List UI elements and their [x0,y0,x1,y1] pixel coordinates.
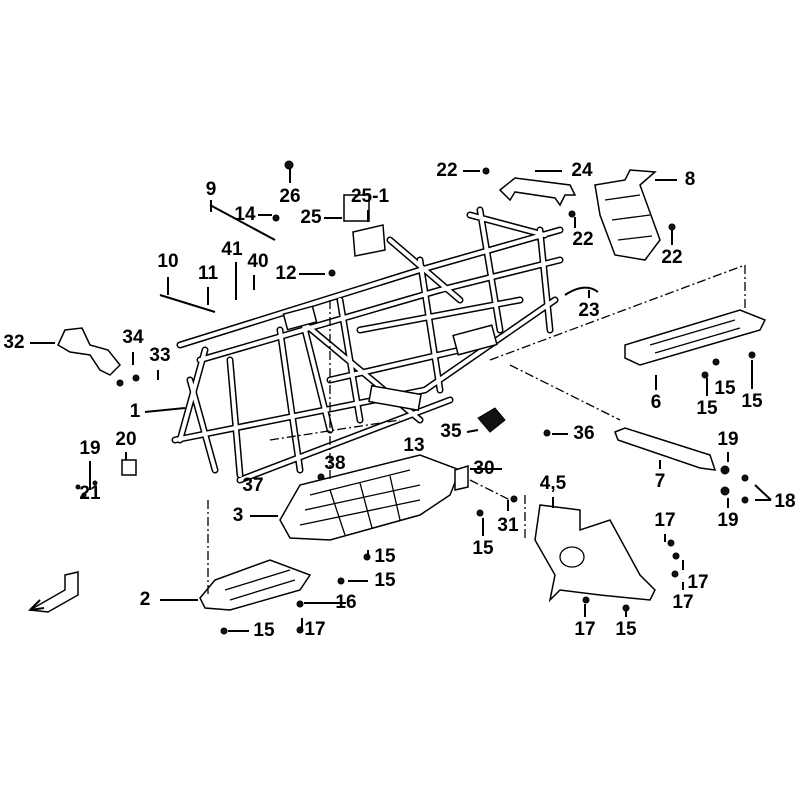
callout: 10 [157,251,178,272]
callout: 26 [279,186,300,207]
skid-plate-6 [624,309,767,366]
callout: 1 [130,401,141,422]
callout: 15 [472,538,494,559]
callout: 3 [233,505,244,526]
callout: 15 [741,391,763,412]
callout: 41 [221,239,243,260]
callout: 25 [300,207,322,228]
callout: 15 [374,570,396,591]
callout: 15 [714,378,736,399]
bracket-20 [121,459,137,476]
rail-7 [614,427,717,471]
bracket-24 [498,177,577,207]
alignment-lines [207,264,746,595]
bracket-30 [454,464,469,491]
skid-plate-2 [199,559,312,611]
callout: 35 [440,421,462,442]
callout: 25-1 [351,186,389,207]
callout: 17 [687,572,708,593]
callout: 22 [661,247,682,268]
guard-8 [594,169,661,261]
callout: 17 [672,592,693,613]
callout-labels: 22 24 8 9 26 25-1 14 25 22 22 41 40 10 1… [3,160,795,641]
bolt-10 [159,294,216,313]
strap-23 [564,286,599,296]
callout: 21 [79,483,101,504]
callout: 14 [234,204,256,225]
callout: 17 [574,619,595,640]
callout: 12 [275,263,296,284]
callout: 20 [115,429,136,450]
callout: 11 [198,263,219,284]
cover-4-5 [534,504,656,603]
callout: 6 [651,392,662,413]
callout: 15 [253,620,275,641]
callout: 13 [403,435,424,456]
callout: 22 [436,160,457,181]
callout: 15 [615,619,637,640]
plate-25-1 [352,224,386,257]
callout: 19 [717,510,738,531]
callout: 23 [578,300,599,321]
callout: 19 [717,429,738,450]
callout: 32 [3,332,24,353]
callout: 15 [374,546,396,567]
callout: 34 [122,327,144,348]
skid-plate-3 [279,454,461,541]
callout: 31 [497,515,519,536]
callout: 17 [304,619,325,640]
callout: 15 [696,398,718,419]
fasteners [75,160,756,635]
callout: 18 [774,491,795,512]
callout: 37 [242,475,263,496]
callout: 16 [335,592,356,613]
callout: 38 [324,453,345,474]
bracket-35 [477,407,506,433]
callout: 19 [79,438,100,459]
leader-lines [30,168,772,632]
plate-25 [343,194,370,222]
callout: 33 [149,345,170,366]
callout: 36 [573,423,594,444]
main-frame [171,206,564,484]
callout: 22 [572,229,593,250]
rod-9 [209,204,276,241]
callout: 4,5 [540,473,567,494]
callout: 8 [685,169,696,190]
bracket-32 [57,327,122,376]
callout: 7 [655,471,666,492]
callout: 2 [140,589,151,610]
callout: 9 [206,179,217,200]
callout: 24 [571,160,593,181]
callout: 17 [654,510,675,531]
callout: 30 [473,458,494,479]
direction-arrow-icon [27,571,79,613]
callout: 40 [247,251,268,272]
